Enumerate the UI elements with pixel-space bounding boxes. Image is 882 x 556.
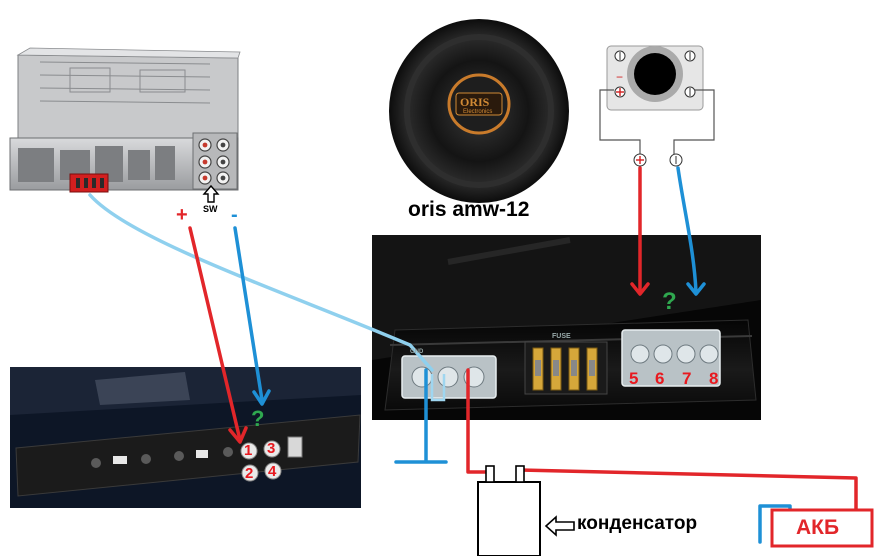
ground-wire [394,368,448,464]
headunit-plus-wire [188,226,242,442]
fuse-label: FUSE [552,333,571,340]
terminal-number: 6 [655,369,665,388]
headunit-minus-wire [233,226,264,402]
capacitor-arrow-icon [544,515,575,537]
ground-terminal-block [401,355,497,399]
left-amplifier [10,367,361,508]
svg-text:−: − [616,70,623,84]
rca-input-jacks [240,440,282,482]
minus-sign: - [231,204,238,226]
terminal-number: 3 [267,440,276,457]
ground-label: GND [410,349,424,355]
sw-arrow-icon [202,184,220,203]
speaker-model-label: oris amw-12 [408,198,530,221]
cap-to-battery-wire [518,468,858,514]
right-amp-question: ? [662,288,677,315]
left-amp-question: ? [251,406,265,431]
battery-box [770,508,874,548]
head-unit [9,47,241,193]
capacitor-label: конденсатор [577,513,698,534]
speaker-logo-text: ORIS [460,95,490,109]
terminal-number: 8 [709,369,719,388]
terminal-number: 1 [244,442,253,459]
subwoofer-speaker [389,19,569,203]
capacitor [477,465,541,556]
terminal-number: 2 [245,465,254,482]
signal-wire [88,193,434,372]
speaker-terminal-block [621,329,721,387]
terminal-number: 4 [268,463,277,480]
terminal-number: 7 [682,369,692,388]
sw-label: SW [203,204,218,214]
speaker-minus-wire [676,166,698,294]
right-amplifier [372,235,761,420]
speaker-wiring-schematic: − [599,45,715,167]
speaker-logo-sub: Electronics [463,109,493,115]
fuse-block [524,341,608,395]
plus-sign: + [176,204,188,226]
terminal-number: 5 [629,369,639,388]
battery-label: АКБ [796,516,840,539]
